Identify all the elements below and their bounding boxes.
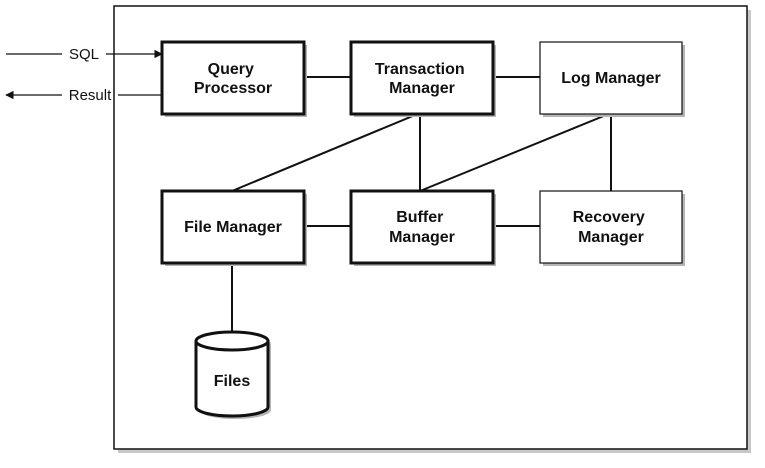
transaction-manager-label-line2: Manager	[389, 80, 455, 97]
connectors	[231, 76, 612, 340]
transaction-manager-box: Transaction Manager	[349, 40, 496, 117]
sql-label: SQL	[69, 46, 99, 63]
buffer-manager-label-line1: Buffer	[396, 209, 443, 226]
buffer-manager-label-line2: Manager	[389, 229, 455, 246]
buffer-manager-box: Buffer Manager	[349, 189, 496, 266]
query-processor-box: Query Processor	[160, 40, 307, 117]
log-manager-box: Log Manager	[539, 41, 685, 117]
file-manager-label: File Manager	[184, 219, 282, 236]
transaction-manager-label-line1: Transaction	[375, 61, 465, 78]
file-manager-box: File Manager	[160, 189, 307, 266]
recovery-manager-box: Recovery Manager	[539, 190, 685, 266]
files-cylinder-body	[194, 341, 270, 418]
query-processor-label-line1: Query	[208, 61, 254, 78]
query-processor-label: Query Processor	[194, 61, 272, 97]
connector-transaction-file	[231, 112, 421, 192]
recovery-manager-label: Recovery Manager	[573, 209, 650, 246]
result-label: Result	[69, 87, 112, 104]
external-io: SQL Result	[5, 46, 163, 104]
buffer-manager-label: Buffer Manager	[389, 209, 455, 246]
connector-log-buffer	[419, 112, 612, 192]
transaction-manager-label: Transaction Manager	[375, 61, 469, 97]
query-processor-label-line2: Processor	[194, 80, 272, 97]
files-label: Files	[214, 373, 251, 390]
files-cylinder: Files	[194, 330, 271, 419]
log-manager-label: Log Manager	[561, 70, 661, 87]
files-cylinder-top	[194, 330, 270, 352]
recovery-manager-label-line2: Manager	[578, 229, 644, 246]
recovery-manager-label-line1: Recovery	[573, 209, 645, 226]
